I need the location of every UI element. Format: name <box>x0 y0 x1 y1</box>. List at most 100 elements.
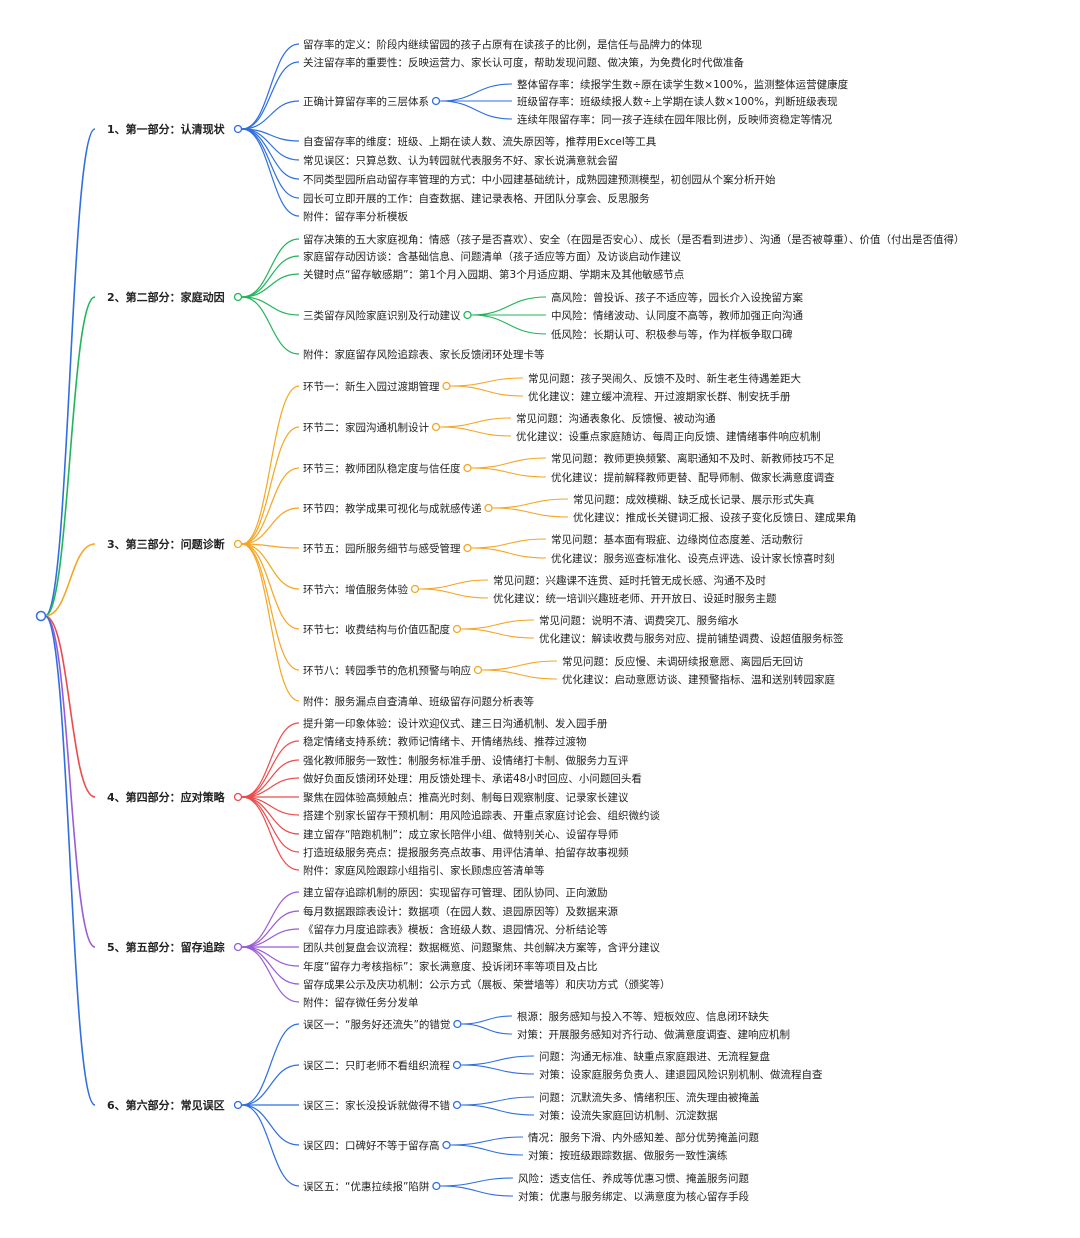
leaf-node: 强化教师服务一致性：制服务标准手册、设情绪打卡制、做服务力互评 <box>303 754 629 767</box>
section-branch <box>241 43 300 130</box>
leaf-node: 常见问题：说明不清、调费突兀、服务缩水 <box>539 614 739 627</box>
section-branch <box>241 543 300 590</box>
section-toggle[interactable] <box>233 539 243 549</box>
topic-branch <box>460 1055 535 1066</box>
topic-toggle[interactable] <box>410 584 420 594</box>
root-node[interactable] <box>35 610 47 622</box>
topic-node: 环节七：收费结构与价值匹配度 <box>303 623 450 636</box>
topic-toggle[interactable] <box>431 422 441 432</box>
leaf-node: 优化建议：提前解释教师更替、配导师制、做家长满意度调查 <box>551 471 835 484</box>
topic-branch <box>439 426 512 437</box>
topic-toggle[interactable] <box>473 665 483 675</box>
leaf-node: 常见问题：基本面有瑕疵、边缘岗位态度差、活动敷衍 <box>551 533 803 546</box>
topic-node: 环节四：教学成果可视化与成就感传递 <box>303 502 482 515</box>
section-branch <box>241 426 300 545</box>
topic-toggle[interactable] <box>484 503 493 513</box>
topic-branch <box>450 1144 524 1156</box>
topic-node: 三类留存风险家庭识别及行动建议 <box>303 309 461 322</box>
section-branch <box>241 61 300 130</box>
topic-branch <box>461 1023 513 1035</box>
leaf-node: 常见误区：只算总数、认为转园就代表服务不好、家长说满意就会留 <box>303 154 618 167</box>
section-branch <box>241 296 300 316</box>
section-label: 3、第三部分：问题诊断 <box>107 537 225 551</box>
leaf-node: 每月数据跟踪表设计：数据项（在园人数、退园原因等）及数据来源 <box>303 905 618 918</box>
root-branch <box>44 615 96 948</box>
topic-toggle[interactable] <box>432 1181 441 1191</box>
topic-branch <box>450 1136 524 1146</box>
leaf-node: 常见问题：教师更换频繁、离职通知不及时、新教师技巧不足 <box>551 452 835 465</box>
topic-branch <box>471 296 547 316</box>
topic-toggle[interactable] <box>442 1140 451 1150</box>
leaf-node: 对策：优惠与服务绑定、以满意度为核心留存手段 <box>518 1190 749 1203</box>
topic-toggle[interactable] <box>463 463 472 473</box>
leaf-node: 问题：沟通无标准、缺重点家庭跟进、无流程复盘 <box>539 1050 770 1063</box>
topic-toggle[interactable] <box>431 96 441 106</box>
topic-branch <box>471 538 547 549</box>
section-branch <box>241 255 300 298</box>
section-branch <box>241 928 300 948</box>
topic-toggle[interactable] <box>452 1060 462 1070</box>
section-toggle[interactable] <box>233 942 243 952</box>
topic-toggle[interactable] <box>442 381 451 391</box>
topic-branch <box>460 1104 535 1116</box>
section-branch <box>241 100 300 130</box>
leaf-node: 高风险：曾投诉、孩子不适应等，园长介入设挽留方案 <box>551 291 803 304</box>
section-branch <box>241 891 300 948</box>
leaf-node: 附件：家庭留存风险追踪表、家长反馈闭环处理卡等 <box>303 348 545 361</box>
section-toggle[interactable] <box>233 292 243 302</box>
topic-node: 环节八：转园季节的危机预警与响应 <box>303 664 471 677</box>
topic-node: 误区五：“优惠拉续报”陷阱 <box>303 1180 430 1193</box>
topic-node: 环节一：新生入园过渡期管理 <box>303 380 440 393</box>
section-toggle[interactable] <box>233 792 243 802</box>
topic-toggle[interactable] <box>453 1019 462 1029</box>
topic-branch <box>440 1177 514 1187</box>
leaf-node: 关键时点“留存敏感期”：第1个月入园期、第3个月适应期、学期末及其他敏感节点 <box>303 268 684 281</box>
section-branch <box>241 796 300 835</box>
leaf-node: 聚焦在园体验高频触点：推高光时刻、制每日观察制度、记录家长建议 <box>303 791 629 804</box>
section-branch <box>241 128 300 199</box>
section-toggle[interactable] <box>233 1100 243 1110</box>
section-branch <box>241 385 300 545</box>
section-label: 5、第五部分：留存追踪 <box>107 940 225 954</box>
section-toggle[interactable] <box>233 124 243 134</box>
topic-branch <box>471 547 547 559</box>
leaf-node: 优化建议：推成长关键词汇报、设孩子变化反馈日、建成果角 <box>573 511 857 524</box>
leaf-node: 优化建议：启动意愿访谈、建预警指标、温和送别转园家庭 <box>562 673 835 686</box>
root-branch <box>44 296 96 617</box>
leaf-node: 对策：按班级跟踪数据、做服务一致性演练 <box>528 1149 728 1162</box>
leaf-node: 家庭留存动因访谈：含基础信息、问题清单（孩子适应等方面）及访谈启动作建议 <box>303 250 681 263</box>
leaf-node: 附件：留存微任务分发单 <box>303 996 419 1009</box>
topic-branch <box>471 467 547 478</box>
section-branch <box>241 796 300 853</box>
leaf-node: 优化建议：解读收费与服务对应、提前铺垫调费、设超值服务标签 <box>539 632 844 645</box>
section-branch <box>241 1104 300 1187</box>
leaf-node: 自查留存率的维度：班级、上期在读人数、流失原因等，推荐用Excel等工具 <box>303 135 657 148</box>
leaf-node: 常见问题：孩子哭闹久、反馈不及时、新生老生待遇差距大 <box>528 372 801 385</box>
leaf-node: 整体留存率：续报学生数÷原在读学生数×100%，监测整体运营健康度 <box>517 78 849 91</box>
leaf-node: 对策：设流失家庭回访机制、沉淀数据 <box>539 1109 718 1122</box>
leaf-node: 常见问题：沟通表象化、反馈慢、被动沟通 <box>516 412 716 425</box>
section-branch <box>241 543 300 671</box>
topic-toggle[interactable] <box>452 1100 462 1110</box>
topic-node: 环节五：园所服务细节与感受管理 <box>303 542 461 555</box>
leaf-node: 附件：留存率分析模板 <box>303 210 408 223</box>
leaf-node: 建立留存追踪机制的原因：实现留存可管理、团队协同、正向激励 <box>303 886 608 899</box>
leaf-node: 优化建议：统一培训兴趣班老师、开开放日、设延时服务主题 <box>493 592 777 605</box>
leaf-node: 留存成果公示及庆功机制：公示方式（展板、荣誉墙等）和庆功方式（颁奖等） <box>303 978 671 991</box>
leaf-node: 班级留存率：班级续报人数÷上学期在读人数×100%，判断班级表现 <box>517 95 838 108</box>
leaf-node: 常见问题：反应慢、未调研续报意愿、离园后无回访 <box>562 655 804 668</box>
topic-node: 环节三：教师团队稳定度与信任度 <box>303 462 461 475</box>
section-branch <box>241 946 300 1003</box>
topic-node: 环节二：家园沟通机制设计 <box>303 421 429 434</box>
topic-branch <box>460 1096 535 1106</box>
leaf-node: 团队共创复盘会议流程：数据概览、问题聚焦、共创解决方案等，含评分建议 <box>303 941 660 954</box>
topic-toggle[interactable] <box>452 624 462 634</box>
section-branch <box>241 796 300 871</box>
section-branch <box>241 507 300 545</box>
leaf-node: 中风险：情绪波动、认同度不高等，教师加强正向沟通 <box>551 309 803 322</box>
topic-branch <box>439 100 513 120</box>
topic-branch <box>471 457 547 469</box>
topic-toggle[interactable] <box>463 310 472 320</box>
topic-toggle[interactable] <box>463 543 472 553</box>
topic-branch <box>492 507 569 518</box>
